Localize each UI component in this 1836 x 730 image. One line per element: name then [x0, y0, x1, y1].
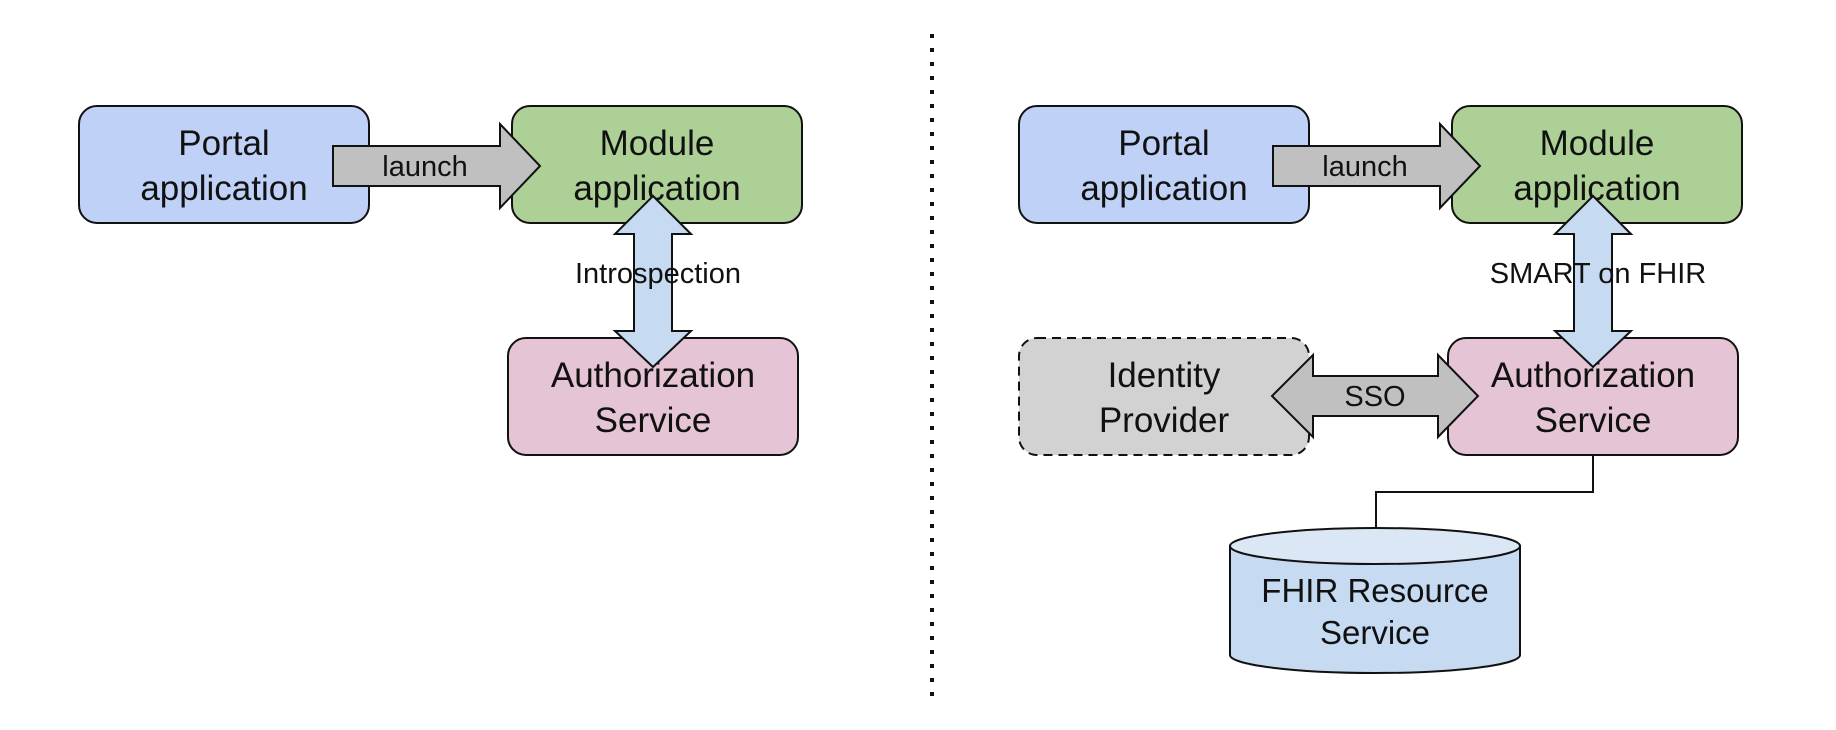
left-portal-line2: application — [140, 169, 307, 208]
left-introspection-label: Introspection — [575, 258, 741, 290]
left-portal-box: Portal application — [78, 105, 370, 224]
right-launch-arrow: launch — [1272, 121, 1482, 211]
right-module-line1: Module — [1540, 124, 1655, 163]
left-module-line1: Module — [600, 124, 715, 163]
left-portal-line1: Portal — [178, 124, 269, 163]
left-panel: Portal application Module application Au… — [78, 105, 803, 456]
right-portal-box: Portal application — [1018, 105, 1310, 224]
smart-on-fhir-arrow: SMART on FHIR — [1490, 194, 1706, 369]
fhir-line2: Service — [1320, 614, 1430, 651]
fhir-resource-service-cylinder: FHIR Resource Service — [1229, 527, 1521, 674]
auth-fhir-connector — [1375, 455, 1594, 528]
identity-line1: Identity — [1108, 356, 1221, 395]
right-auth-box: Authorization Service — [1447, 337, 1739, 456]
left-module-box: Module application — [511, 105, 803, 224]
right-launch-label: launch — [1322, 151, 1407, 183]
right-portal-line1: Portal — [1118, 124, 1209, 163]
smart-on-fhir-label: SMART on FHIR — [1490, 258, 1706, 290]
identity-line2: Provider — [1099, 401, 1230, 440]
sso-label: SSO — [1344, 381, 1405, 413]
left-launch-arrow: launch — [332, 121, 542, 211]
left-launch-label: launch — [382, 151, 467, 183]
left-auth-box: Authorization Service — [507, 337, 799, 456]
fhir-line1: FHIR Resource — [1261, 572, 1488, 609]
sso-arrow: SSO — [1270, 352, 1480, 440]
identity-provider-box: Identity Provider — [1018, 337, 1310, 456]
left-auth-line2: Service — [595, 401, 712, 440]
right-auth-line2: Service — [1535, 401, 1652, 440]
right-portal-line2: application — [1080, 169, 1247, 208]
right-panel: Portal application Module application Id… — [1018, 105, 1743, 674]
left-introspection-arrow: Introspection — [575, 194, 741, 369]
right-module-box: Module application — [1451, 105, 1743, 224]
